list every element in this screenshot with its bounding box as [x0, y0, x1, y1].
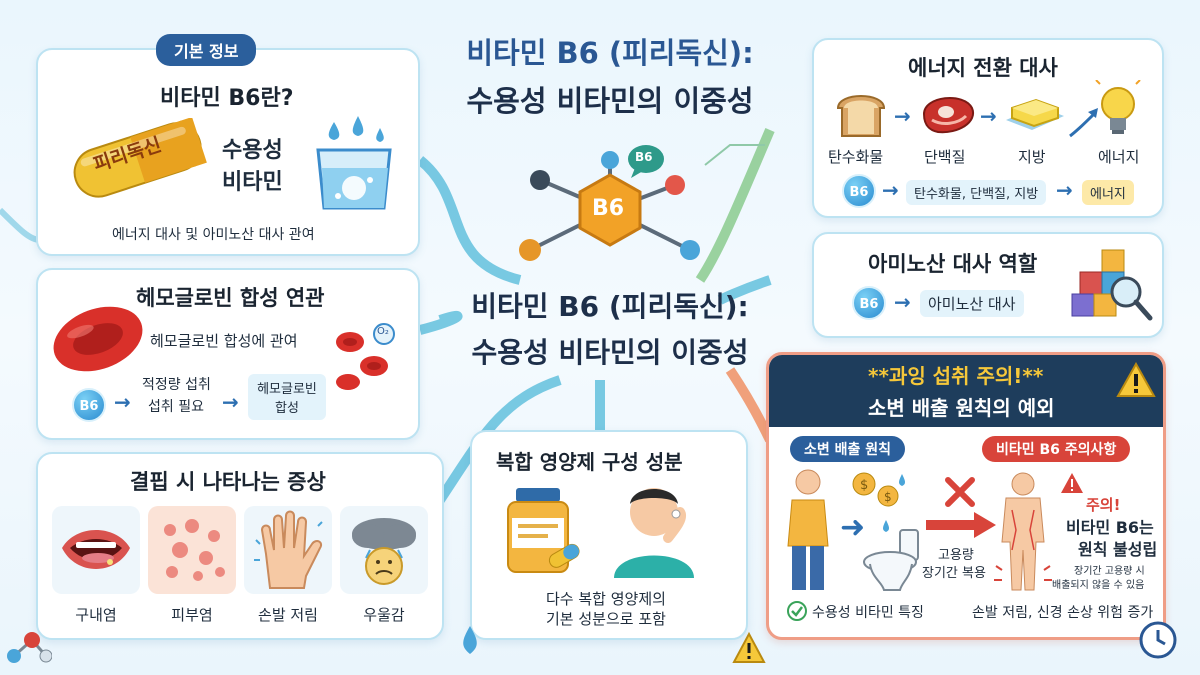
energy-flow-arrow-1: → [882, 178, 899, 202]
molecule-bubble-text: B6 [635, 150, 653, 164]
person-taking-pill-icon [614, 488, 694, 578]
hemoglobin-step2-line2: 합성 [275, 401, 299, 416]
toilet-icon [863, 520, 919, 591]
symptom-label-2: 피부염 [171, 606, 213, 624]
multivitamin-caption-line2: 기본 성분으로 포함 [546, 610, 666, 628]
amino-b6-badge: B6 [852, 286, 886, 320]
small-warning-icon [1061, 473, 1083, 493]
energy-b6-badge: B6 [842, 174, 876, 208]
bread-icon [836, 95, 886, 137]
small-blood-cells-icon [336, 323, 395, 390]
hemoglobin-step1-line2: 섭취 필요 [148, 399, 204, 415]
warning-caution: 주의! [1086, 496, 1121, 514]
dermatitis-icon [164, 519, 225, 581]
hemoglobin-step2-line1: 헤모글로빈 [257, 382, 317, 397]
center-title: 비타민 B6 (피리독신): 수용성 비타민의 이중성 [420, 285, 800, 371]
hemoglobin-title: 헤모글로빈 합성 연관 [136, 286, 325, 310]
water-drop-icon [463, 626, 477, 654]
oxygen-label: O₂ [377, 326, 389, 337]
deficiency-title: 결핍 시 나타나는 증상 [130, 470, 326, 494]
molecule-label: B6 [592, 196, 625, 221]
main-title: 비타민 B6 (피리독신): 수용성 비타민의 이중성 [420, 30, 800, 120]
check-circle-icon [787, 601, 807, 621]
energy-item-3: 지방 [1018, 148, 1046, 166]
bottom-warning-icon [732, 632, 766, 663]
supplement-bottle-icon [507, 488, 580, 573]
energy-flow-right-tag: 에너지 [1082, 180, 1134, 205]
warning-head-line2: 소변 배출 원칙의 예외 [868, 396, 1055, 420]
warning-dose-line2: 장기간 복용 [922, 566, 986, 581]
symptom-label-3: 손발 저림 [258, 606, 318, 624]
warning-bottom: 손발 저림, 신경 손상 위험 증가 [972, 605, 1154, 621]
warning-small-line1: 장기간 고용량 시 [1074, 566, 1145, 577]
warning-small-line2: 배출되지 않을 수 있음 [1052, 580, 1145, 591]
hemoglobin-arrow-1: → [114, 390, 131, 414]
meat-icon [922, 96, 975, 134]
svg-text:$: $ [860, 478, 868, 493]
warning-head-line1: **과잉 섭취 주의!** [868, 364, 1044, 388]
mouth-ulcer-icon [62, 530, 130, 569]
cubes-magnifier-icon [1071, 249, 1153, 321]
water-soluble-line2: 비타민 [222, 170, 283, 195]
person-urinating-icon [787, 469, 829, 590]
sparkle-line-icon [704, 144, 765, 166]
warning-header [769, 355, 1163, 427]
energy-item-4: 에너지 [1098, 148, 1140, 166]
hemoglobin-step1-line1: 적정량 섭취 [142, 377, 211, 393]
basic-info-title: 비타민 B6란? [160, 86, 294, 111]
small-molecule-icon [7, 632, 52, 663]
amino-tag: 아미노산 대사 [920, 290, 1024, 317]
red-arrow-icon [926, 512, 996, 538]
warning-dose-line1: 고용량 [938, 548, 974, 563]
energy-item-2: 단백질 [924, 148, 966, 166]
lightbulb-icon [1094, 80, 1142, 134]
hemoglobin-result-tag: 헤모글로빈 합성 [248, 374, 326, 420]
numb-hand-icon [254, 510, 323, 589]
center-title-line2: 수용성 비타민의 이중성 [471, 336, 749, 369]
warning-rule-line1: 비타민 B6는 [1066, 518, 1154, 537]
energy-title: 에너지 전환 대사 [908, 56, 1058, 80]
up-arrow-icon [1069, 108, 1098, 138]
water-soluble-line1: 수용성 [222, 138, 283, 163]
symptom-label-4: 우울감 [363, 606, 405, 624]
energy-arrow-1: → [894, 104, 911, 128]
hemoglobin-b6-badge: B6 [72, 388, 106, 422]
symptom-label-1: 구내염 [75, 606, 117, 624]
energy-item-1: 탄수화물 [828, 148, 884, 166]
speech-bubble-icon [628, 145, 664, 178]
basic-info-pill: 기본 정보 [156, 34, 257, 66]
depression-cloud-icon [352, 518, 416, 585]
nerve-body-icon [994, 472, 1052, 591]
warning-triangle-icon [1116, 362, 1156, 397]
warning-rule-line2: 원칙 불성립 [1078, 540, 1158, 559]
main-title-line2: 수용성 비타민의 이중성 [466, 84, 754, 118]
multivitamin-caption-line1: 다수 복합 영양제의 [546, 590, 666, 608]
coins-icon: $ $ [852, 472, 905, 507]
warning-right-pill: 비타민 B6 주의사항 [982, 436, 1131, 462]
x-mark-icon [945, 477, 975, 507]
center-title-line1: 비타민 B6 (피리독신): [471, 290, 749, 323]
red-blood-cell-icon [53, 306, 143, 372]
capsule-icon [73, 118, 207, 198]
svg-text:$: $ [884, 490, 892, 504]
amino-arrow: → [894, 290, 911, 314]
energy-flow-arrow-2: → [1056, 178, 1073, 202]
energy-arrow-2: → [980, 104, 997, 128]
main-title-line1: 비타민 B6 (피리독신): [466, 36, 754, 70]
clock-icon [1139, 621, 1177, 659]
multivitamin-title: 복합 영양제 구성 성분 [496, 450, 683, 474]
basic-info-caption: 에너지 대사 및 아미노산 대사 관여 [112, 227, 315, 243]
butter-icon [1006, 98, 1064, 130]
molecule-icon [519, 151, 700, 261]
warning-left-check: 수용성 비타민 특징 [812, 605, 924, 621]
energy-flow-left-tag: 탄수화물, 단백질, 지방 [906, 180, 1047, 205]
warning-left-pill: 소변 배출 원칙 [790, 436, 906, 462]
hemoglobin-arrow-2: → [222, 390, 239, 414]
hemoglobin-involved: 헤모글로빈 합성에 관여 [150, 332, 298, 350]
warning-arrow-1: ➜ [840, 510, 866, 545]
water-glass-icon [316, 116, 392, 210]
amino-title: 아미노산 대사 역할 [868, 252, 1038, 276]
